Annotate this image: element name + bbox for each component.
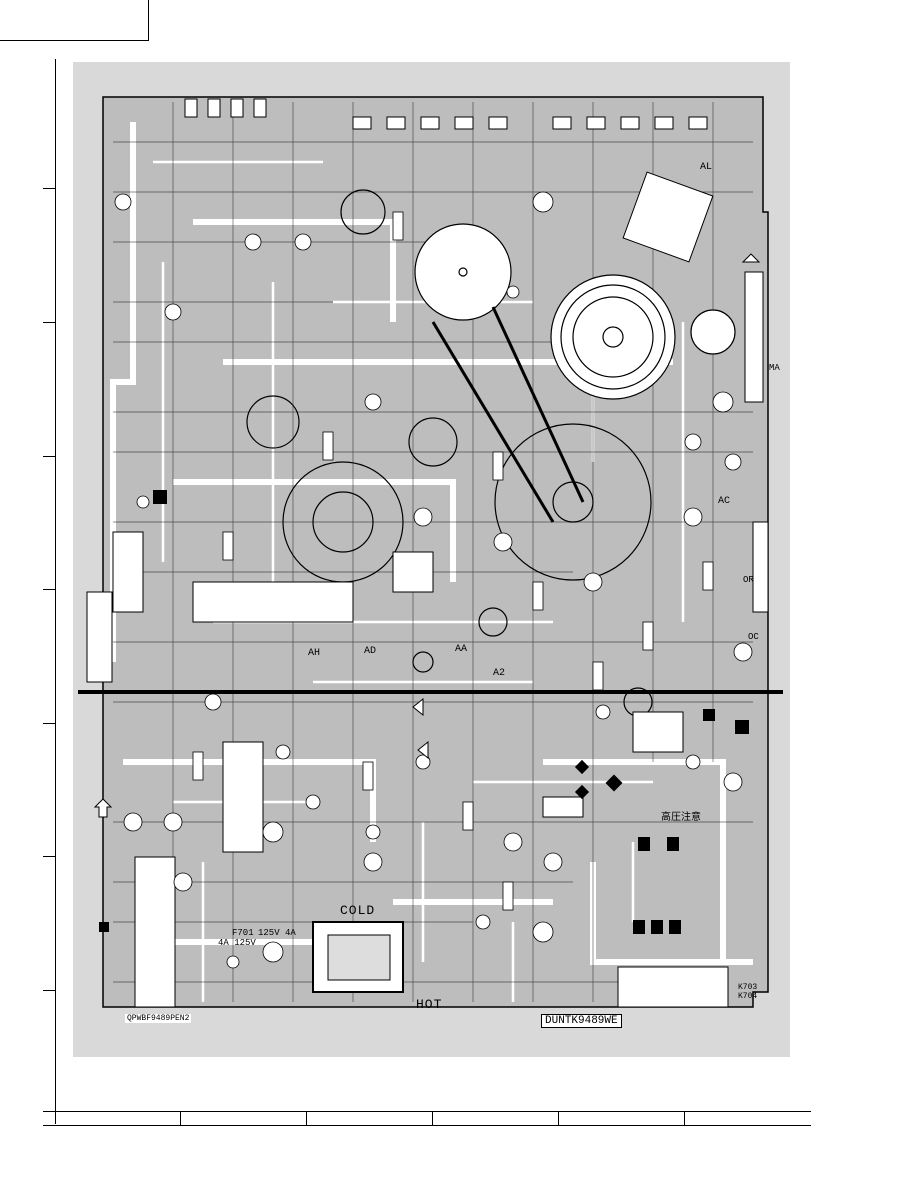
left-grid-ruler: [43, 59, 56, 1124]
connector-a2-label: A2: [493, 668, 506, 679]
connector-ma-label: MA: [769, 363, 780, 373]
pcb-code-label-2: QPWBF9489PEN2: [125, 1014, 192, 1023]
cold-side-label: COLD: [340, 903, 376, 918]
pcb-code-label: DUNTK9489WE: [541, 1014, 622, 1028]
fuse-rating-label-2: 4A 125V: [218, 938, 256, 948]
hot-side-label: HOT: [416, 997, 443, 1012]
connector-al-label: AL: [700, 162, 713, 173]
connector-ac-label: AC: [718, 496, 731, 507]
fuse-rating-label: 125V 4A: [258, 928, 296, 938]
high-voltage-warning-label: 高圧注意: [661, 813, 701, 824]
pcb-layout-diagram: [86, 96, 769, 1008]
connector-aa-label: AA: [455, 644, 468, 655]
board-section-divider: [78, 690, 783, 694]
bottom-grid-ruler: [43, 1111, 811, 1126]
k704-label: K704: [738, 992, 758, 1001]
k703-label: K703: [738, 983, 758, 992]
connector-ad-label: AD: [364, 646, 377, 657]
connector-ah-label: AH: [308, 648, 321, 659]
connector-or-label: OR: [743, 575, 754, 585]
fuse-ref-label: F701: [232, 928, 254, 938]
connector-oc-label: OC: [748, 632, 759, 642]
title-block-corner: [0, 0, 149, 41]
